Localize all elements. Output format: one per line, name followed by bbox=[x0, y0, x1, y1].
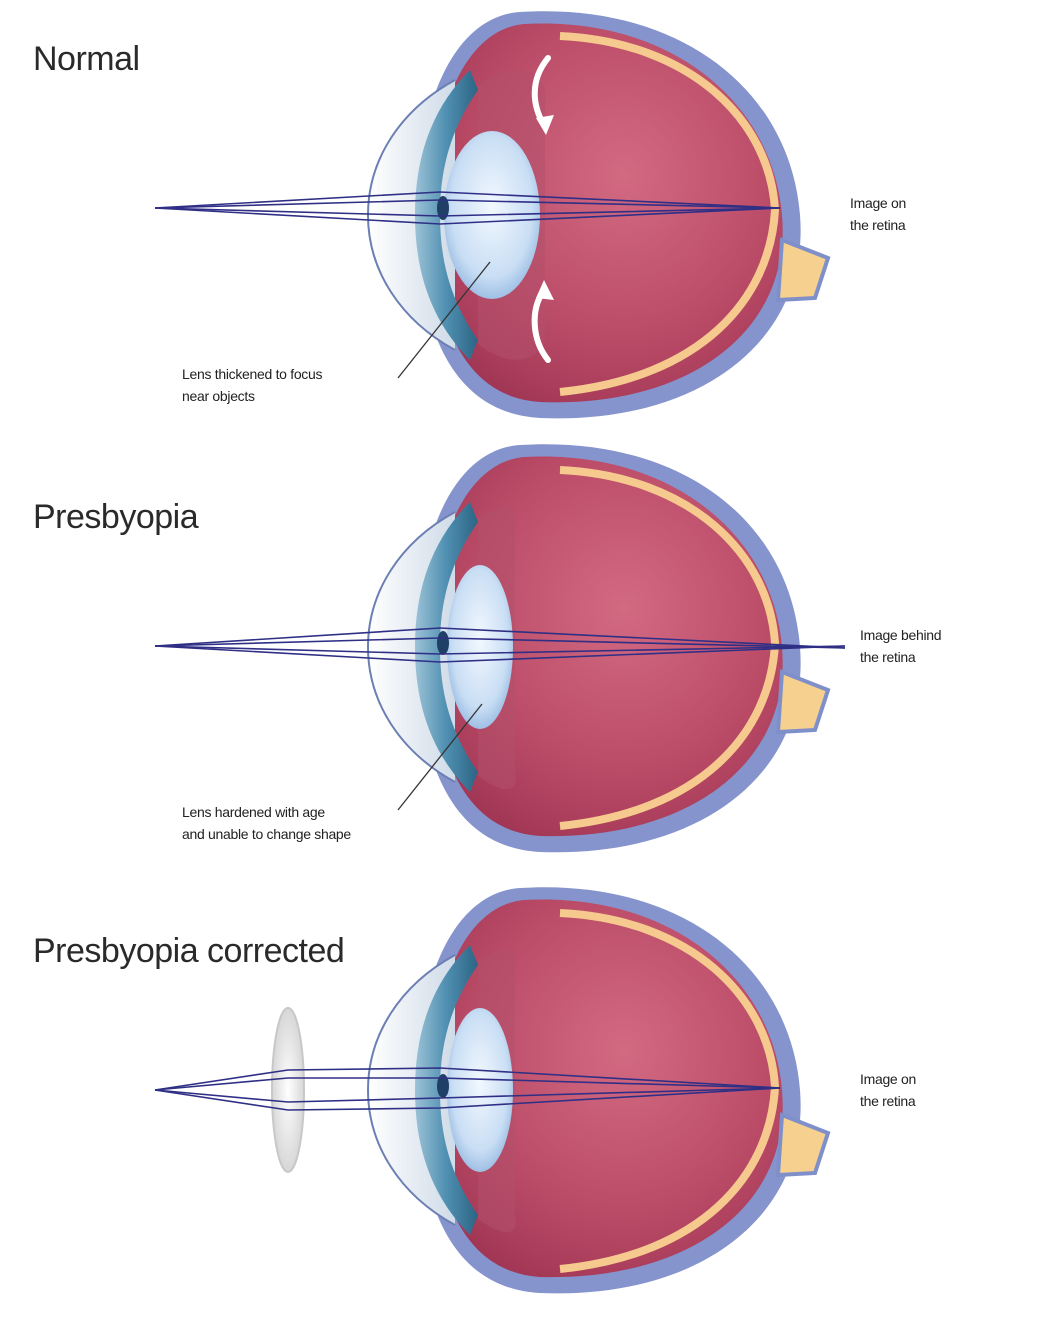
retina-label: Image behind the retina bbox=[860, 627, 942, 665]
panel-title: Normal bbox=[33, 40, 140, 78]
light-rays bbox=[154, 191, 781, 225]
eye-diagram-corrected bbox=[154, 887, 831, 1294]
panel-presbyopia: Presbyopia Image behind the retina Lens … bbox=[0, 440, 1046, 880]
pupil bbox=[437, 196, 449, 220]
panel-normal: Normal Image on the retina Lens thickene… bbox=[0, 0, 1046, 440]
corrective-lens bbox=[271, 1007, 305, 1173]
lens-label: Lens thickened to focus near objects bbox=[182, 366, 323, 404]
eye-diagram-presbyopia bbox=[154, 444, 846, 853]
optic-nerve bbox=[775, 669, 831, 735]
lens-label: Lens hardened with age and unable to cha… bbox=[182, 804, 351, 842]
leader-line bbox=[397, 261, 491, 379]
light-rays bbox=[154, 1067, 781, 1111]
lens-hardened bbox=[447, 1008, 513, 1172]
lens-hardened bbox=[447, 565, 513, 729]
eye-diagram-normal bbox=[154, 11, 831, 419]
anterior-eye bbox=[366, 502, 516, 792]
anterior-eye bbox=[366, 70, 545, 360]
optic-nerve bbox=[775, 1112, 831, 1178]
panel-title: Presbyopia bbox=[33, 498, 199, 536]
anterior-eye bbox=[366, 945, 516, 1235]
panel-presbyopia-corrected: Presbyopia corrected Image on the retina bbox=[0, 880, 1046, 1320]
light-rays bbox=[154, 627, 846, 663]
retina-label: Image on the retina bbox=[860, 1071, 916, 1109]
pupil bbox=[437, 1074, 449, 1098]
panel-title: Presbyopia corrected bbox=[33, 932, 345, 970]
iris bbox=[415, 945, 478, 1235]
iris bbox=[415, 502, 478, 792]
iris bbox=[415, 70, 478, 360]
pupil bbox=[437, 631, 449, 655]
retina-label: Image on the retina bbox=[850, 195, 906, 233]
accommodation-arrows bbox=[531, 55, 554, 363]
leader-line bbox=[397, 703, 483, 811]
optic-nerve bbox=[775, 237, 831, 303]
